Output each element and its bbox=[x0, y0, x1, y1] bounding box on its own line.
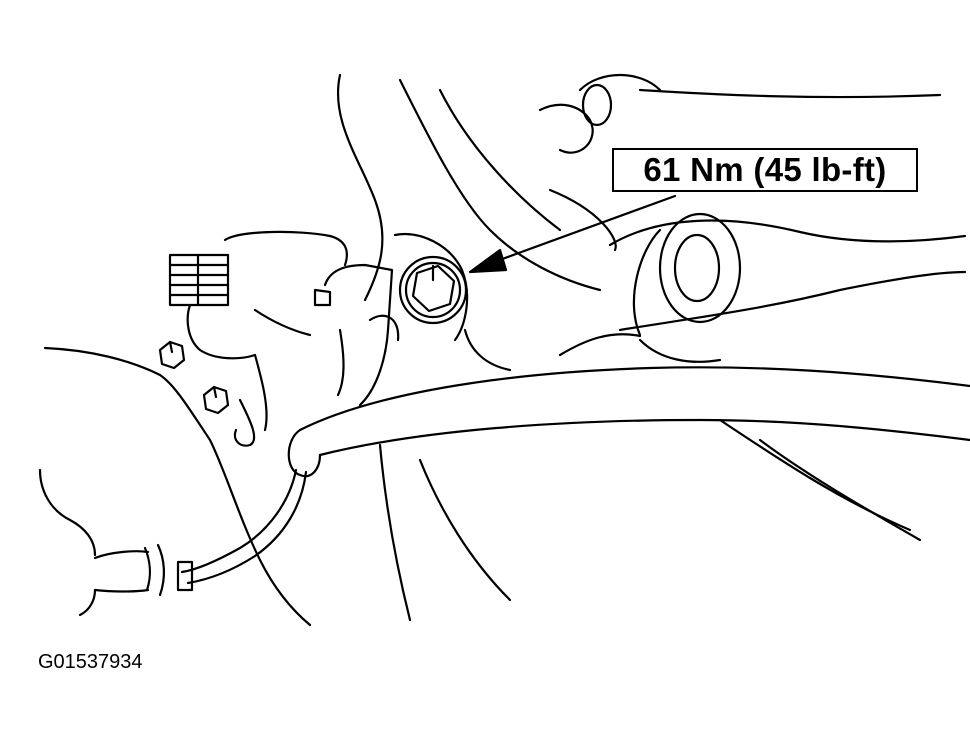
sway-bar-link-bracket bbox=[313, 263, 400, 407]
upper-suspension-arm bbox=[608, 212, 967, 337]
figure-id: G01537934 bbox=[38, 651, 143, 673]
torque-label: 61 Nm (45 lb-ft) bbox=[643, 151, 887, 188]
knuckle-body bbox=[336, 73, 942, 372]
caliper-bolt-left bbox=[158, 340, 186, 370]
torque-callout: 61 Nm (45 lb-ft) bbox=[612, 148, 918, 192]
brake-line bbox=[93, 468, 308, 597]
caliper-assembly bbox=[168, 230, 348, 447]
lower-control-arm bbox=[287, 366, 970, 478]
frame-outline bbox=[38, 346, 922, 627]
arrow-icon bbox=[468, 194, 677, 274]
caliper-bolt-lower bbox=[202, 385, 230, 415]
bolt-icon bbox=[398, 255, 468, 325]
